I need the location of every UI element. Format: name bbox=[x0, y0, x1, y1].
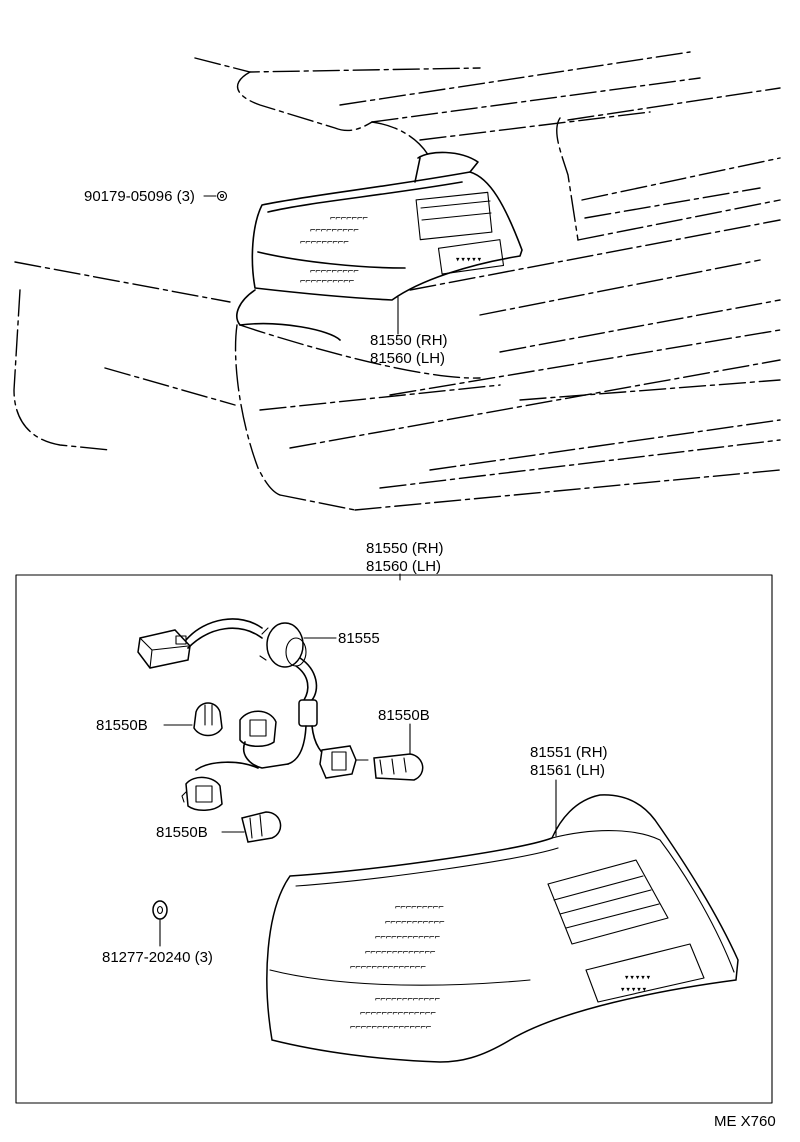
bulb-left-label: 81550B bbox=[96, 717, 148, 734]
svg-text:⌐⌐⌐⌐⌐⌐⌐⌐⌐⌐⌐⌐⌐⌐⌐: ⌐⌐⌐⌐⌐⌐⌐⌐⌐⌐⌐⌐⌐⌐⌐ bbox=[350, 1023, 431, 1033]
rear-combination-lamp-installed: ▾▾▾▾▾ ⌐⌐⌐⌐⌐⌐⌐⌐⌐ ⌐⌐⌐⌐⌐⌐⌐⌐⌐ ⌐⌐⌐⌐⌐⌐⌐ ⌐⌐⌐⌐⌐⌐… bbox=[236, 151, 523, 341]
vehicle-rear-outline bbox=[13, 51, 781, 511]
clip-callout: 90179-05096 (3) bbox=[84, 188, 228, 205]
top-lamp-rh-label: 81550 (RH) bbox=[370, 332, 448, 349]
nut: 81277-20240 (3) bbox=[102, 900, 213, 966]
exploded-view-box: 81550 (RH) 81560 (LH) bbox=[15, 540, 773, 1104]
bulb-bottom-label: 81550B bbox=[156, 824, 208, 841]
box-title-rh: 81550 (RH) bbox=[366, 540, 444, 557]
installed-lamp-callout: 81550 (RH) 81560 (LH) bbox=[370, 296, 448, 367]
top-lamp-lh-label: 81560 (LH) bbox=[370, 350, 445, 367]
svg-text:⌐⌐⌐⌐⌐⌐⌐⌐⌐: ⌐⌐⌐⌐⌐⌐⌐⌐⌐ bbox=[310, 267, 359, 277]
svg-text:▾▾▾▾▾: ▾▾▾▾▾ bbox=[624, 973, 651, 983]
bulb-bottom: 81550B bbox=[156, 811, 282, 843]
svg-text:⌐⌐⌐⌐⌐⌐⌐⌐⌐⌐⌐⌐⌐⌐: ⌐⌐⌐⌐⌐⌐⌐⌐⌐⌐⌐⌐⌐⌐ bbox=[360, 1009, 436, 1019]
figure-code: ME X760 bbox=[714, 1113, 776, 1130]
lens-lh-label: 81561 (LH) bbox=[530, 762, 605, 779]
svg-text:⌐⌐⌐⌐⌐⌐⌐⌐⌐⌐⌐: ⌐⌐⌐⌐⌐⌐⌐⌐⌐⌐⌐ bbox=[385, 918, 445, 928]
bulb-right-label: 81550B bbox=[378, 707, 430, 724]
clip-icon bbox=[216, 190, 228, 202]
svg-text:⌐⌐⌐⌐⌐⌐⌐⌐⌐⌐⌐⌐: ⌐⌐⌐⌐⌐⌐⌐⌐⌐⌐⌐⌐ bbox=[375, 995, 440, 1005]
svg-text:⌐⌐⌐⌐⌐⌐⌐: ⌐⌐⌐⌐⌐⌐⌐ bbox=[330, 214, 368, 224]
lens-rh-label: 81551 (RH) bbox=[530, 744, 608, 761]
svg-text:⌐⌐⌐⌐⌐⌐⌐⌐⌐: ⌐⌐⌐⌐⌐⌐⌐⌐⌐ bbox=[395, 903, 444, 913]
svg-text:▾▾▾▾▾: ▾▾▾▾▾ bbox=[455, 255, 482, 265]
svg-text:⌐⌐⌐⌐⌐⌐⌐⌐⌐⌐: ⌐⌐⌐⌐⌐⌐⌐⌐⌐⌐ bbox=[300, 277, 354, 287]
socket-harness-label: 81555 bbox=[338, 630, 380, 647]
svg-text:⌐⌐⌐⌐⌐⌐⌐⌐⌐⌐⌐⌐⌐⌐: ⌐⌐⌐⌐⌐⌐⌐⌐⌐⌐⌐⌐⌐⌐ bbox=[350, 963, 426, 973]
svg-text:⌐⌐⌐⌐⌐⌐⌐⌐⌐⌐⌐⌐: ⌐⌐⌐⌐⌐⌐⌐⌐⌐⌐⌐⌐ bbox=[375, 933, 440, 943]
svg-text:▾▾▾▾▾: ▾▾▾▾▾ bbox=[620, 985, 647, 995]
box-title-lh: 81560 (LH) bbox=[366, 558, 441, 575]
socket-wire-harness: 81555 bbox=[137, 618, 380, 811]
bulb-right: 81550B bbox=[373, 707, 430, 781]
nut-part-label: 81277-20240 (3) bbox=[102, 949, 213, 966]
svg-text:⌐⌐⌐⌐⌐⌐⌐⌐⌐: ⌐⌐⌐⌐⌐⌐⌐⌐⌐ bbox=[310, 226, 359, 236]
svg-text:⌐⌐⌐⌐⌐⌐⌐⌐⌐⌐⌐⌐⌐: ⌐⌐⌐⌐⌐⌐⌐⌐⌐⌐⌐⌐⌐ bbox=[365, 948, 435, 958]
lens-body: ▾▾▾▾▾ ▾▾▾▾▾ ⌐⌐⌐⌐⌐⌐⌐⌐⌐⌐⌐⌐⌐⌐ ⌐⌐⌐⌐⌐⌐⌐⌐⌐⌐⌐⌐⌐… bbox=[266, 744, 739, 1063]
clip-part-number: 90179-05096 (3) bbox=[84, 188, 195, 205]
bulb-left: 81550B bbox=[96, 702, 223, 737]
svg-text:⌐⌐⌐⌐⌐⌐⌐⌐⌐: ⌐⌐⌐⌐⌐⌐⌐⌐⌐ bbox=[300, 238, 349, 248]
